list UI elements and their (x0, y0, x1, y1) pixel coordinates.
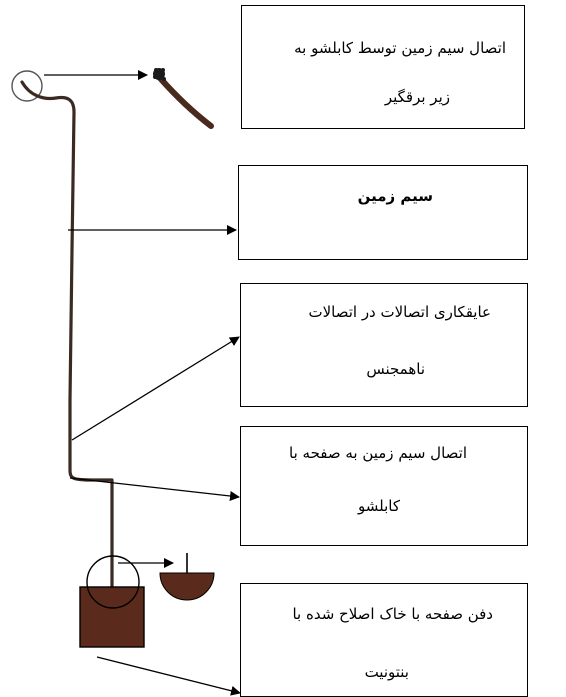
label-top-connection-line1: اتصال سیم زمین توسط کابلشو به (294, 39, 506, 57)
label-box-insulation: عایقکاری اتصالات در اتصالات ناهمجنس (240, 283, 528, 407)
label-plate-connection-line2: کابلشو (358, 497, 400, 515)
label-ground-wire: سیم زمین (357, 187, 433, 205)
arrow-burial (96, 656, 241, 696)
label-box-ground-wire: سیم زمین (238, 165, 528, 260)
top-connection-circle (11, 70, 43, 102)
label-burial-line1: دفن صفحه با خاک اصلاح شده با (292, 605, 493, 623)
half-disc-lug-icon (159, 553, 215, 601)
label-insulation-line2: ناهمجنس (366, 360, 425, 378)
arrow-plate-connection (69, 477, 240, 501)
cable-lug-icon (153, 68, 214, 129)
label-box-top-connection: اتصال سیم زمین توسط کابلشو به زیر برقگیر (241, 5, 525, 129)
label-top-connection-line2: زیر برقگیر (384, 88, 450, 106)
label-burial-line2: بنتونیت (364, 663, 409, 681)
arrow-insulation (71, 336, 240, 441)
ground-wire (20, 80, 114, 594)
label-insulation-line1: عایقکاری اتصالات در اتصالات (308, 303, 491, 321)
label-box-plate-connection: اتصال سیم زمین به صفحه با کابلشو (240, 426, 528, 546)
ground-plate (79, 586, 145, 648)
plate-connection-circle (86, 555, 140, 609)
label-plate-connection-line1: اتصال سیم زمین به صفحه با (289, 444, 467, 462)
label-box-burial: دفن صفحه با خاک اصلاح شده با بنتونیت (240, 583, 528, 697)
